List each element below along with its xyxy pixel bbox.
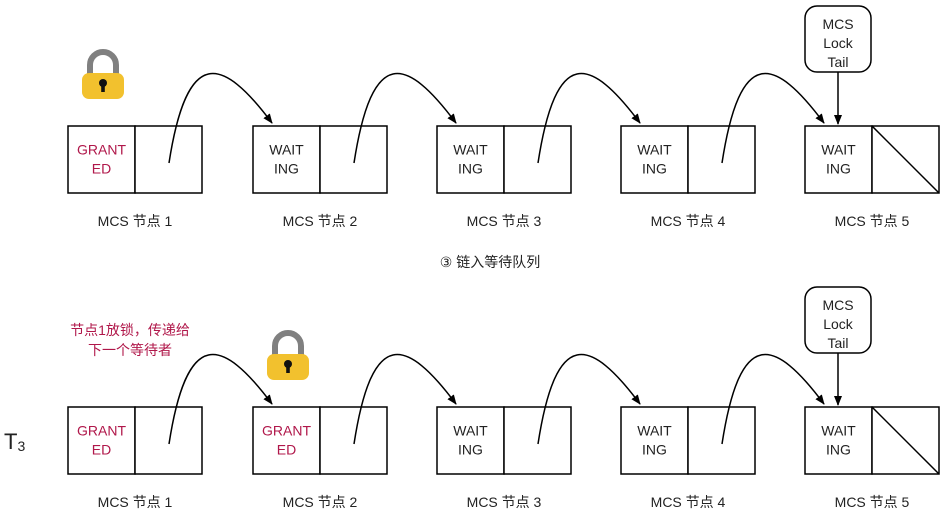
null-pointer-slash (871, 406, 940, 475)
mcs-node-2: GRANT ED MCS 节点 2 (252, 353, 457, 510)
node-next-cell (319, 406, 388, 475)
lock-shackle (272, 330, 304, 356)
mcs-node-5: WAIT ING MCS 节点 5 (804, 125, 940, 229)
node-label: MCS 节点 3 (467, 213, 542, 229)
mcs-node-1: GRANT ED MCS 节点 1 (67, 353, 273, 510)
node-state-cell (67, 125, 136, 194)
node-state-cell (804, 406, 873, 475)
node-state-line-1: WAIT (269, 142, 304, 158)
mcs-node-3: WAIT ING MCS 节点 3 (436, 72, 641, 229)
tail-label-line-2: Lock (823, 35, 854, 51)
node-state-line-1: WAIT (637, 423, 672, 439)
lock-keyhole-slot (101, 84, 105, 92)
step-caption: ③ 链入等待队列 (440, 254, 540, 270)
node-state-line-2: ING (458, 161, 483, 177)
handoff-note-line-1: 节点1放锁，传递给 (70, 322, 190, 338)
node-next-cell (503, 125, 572, 194)
tail-label-line-3: Tail (827, 335, 848, 351)
lock-keyhole-slot (286, 365, 290, 373)
panel-2: GRANT ED MCS 节点 1 GRANT ED MCS 节点 2 WAIT ING MCS… (4, 286, 940, 510)
node-state-cell (252, 406, 321, 475)
node-state-cell (620, 125, 689, 194)
node-next-cell (134, 125, 203, 194)
node-state-cell (620, 406, 689, 475)
node-state-line-1: GRANT (262, 423, 311, 439)
mcs-node-5: WAIT ING MCS 节点 5 (804, 406, 940, 510)
node-state-line-1: GRANT (77, 142, 126, 158)
next-pointer-arrow (721, 353, 825, 445)
tail-label-line-3: Tail (827, 54, 848, 70)
next-pointer-arrow (168, 72, 273, 164)
node-label: MCS 节点 1 (98, 494, 173, 510)
mcs-node-4: WAIT ING MCS 节点 4 (620, 72, 825, 229)
next-pointer-arrow (537, 353, 641, 445)
tail-label-line-1: MCS (822, 16, 853, 32)
node-state-line-2: ED (92, 442, 111, 458)
node-label: MCS 节点 5 (835, 494, 910, 510)
node-next-cell (134, 406, 203, 475)
node-state-line-1: WAIT (453, 142, 488, 158)
node-state-cell (436, 125, 505, 194)
node-next-cell (687, 125, 756, 194)
node-state-line-2: ING (642, 442, 667, 458)
next-pointer-arrow (721, 72, 825, 164)
node-label: MCS 节点 1 (98, 213, 173, 229)
mcs-node-1: GRANT ED MCS 节点 1 (67, 72, 273, 229)
node-state-line-1: WAIT (637, 142, 672, 158)
next-pointer-arrow (353, 72, 457, 164)
padlock-icon (267, 330, 309, 380)
next-pointer-arrow (168, 353, 273, 445)
node-label: MCS 节点 4 (651, 494, 726, 510)
node-label: MCS 节点 5 (835, 213, 910, 229)
node-state-line-1: GRANT (77, 423, 126, 439)
node-state-line-1: WAIT (821, 142, 856, 158)
node-next-cell (503, 406, 572, 475)
lock-keyhole (99, 79, 107, 87)
node-state-line-2: ING (826, 161, 851, 177)
node-label: MCS 节点 4 (651, 213, 726, 229)
time-label: T3 (4, 429, 25, 454)
null-pointer-slash (871, 125, 940, 194)
node-state-line-1: WAIT (821, 423, 856, 439)
padlock-icon (82, 49, 124, 99)
node-state-line-2: ING (274, 161, 299, 177)
node-state-line-1: WAIT (453, 423, 488, 439)
node-state-cell (804, 125, 873, 194)
node-state-cell (252, 125, 321, 194)
lock-keyhole (284, 360, 292, 368)
tail-label-line-2: Lock (823, 316, 854, 332)
node-state-cell (436, 406, 505, 475)
mcs-node-2: WAIT ING MCS 节点 2 (252, 72, 457, 229)
node-state-line-2: ING (826, 442, 851, 458)
node-state-line-2: ED (277, 442, 296, 458)
node-state-cell (67, 406, 136, 475)
next-pointer-arrow (537, 72, 641, 164)
tail-label-line-1: MCS (822, 297, 853, 313)
panel-1: GRANT ED MCS 节点 1 WAIT ING MCS 节点 2 WAIT ING MCS… (67, 5, 940, 270)
node-state-line-2: ING (458, 442, 483, 458)
node-next-cell (687, 406, 756, 475)
handoff-note-line-2: 下一个等待者 (88, 342, 172, 358)
node-state-line-2: ING (642, 161, 667, 177)
node-label: MCS 节点 2 (283, 494, 358, 510)
mcs-node-3: WAIT ING MCS 节点 3 (436, 353, 641, 510)
lock-shackle (87, 49, 119, 75)
node-label: MCS 节点 2 (283, 213, 358, 229)
mcs-node-4: WAIT ING MCS 节点 4 (620, 353, 825, 510)
node-label: MCS 节点 3 (467, 494, 542, 510)
node-state-line-2: ED (92, 161, 111, 177)
node-next-cell (319, 125, 388, 194)
next-pointer-arrow (353, 353, 457, 445)
